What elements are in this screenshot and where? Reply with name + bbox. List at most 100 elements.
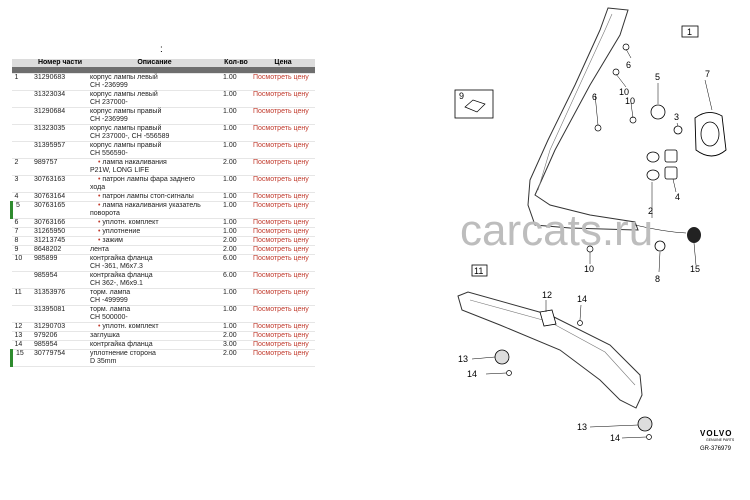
header-colon: :: [160, 44, 163, 55]
callout-12: 12: [542, 290, 552, 300]
description-line: хода: [90, 184, 106, 191]
view-price-link[interactable]: Посмотреть цену: [251, 158, 315, 176]
view-price-link[interactable]: Посмотреть цену: [251, 192, 315, 202]
view-price-link[interactable]: Посмотреть цену: [251, 218, 315, 228]
row-description: уплотнение: [88, 227, 221, 237]
box-11: [471, 264, 488, 277]
row-part-number: 31213745: [32, 236, 88, 246]
view-price-link[interactable]: Посмотреть цену: [251, 305, 315, 323]
row-index: 12: [11, 322, 32, 332]
callout-leaders-upper: [589, 48, 713, 273]
view-price-link[interactable]: Посмотреть цену: [251, 90, 315, 108]
row-part-number: 985899: [32, 254, 88, 272]
description-line: уплотн. комплект: [90, 219, 219, 227]
bulb-socket-3: [673, 125, 683, 135]
view-price-link[interactable]: Посмотреть цену: [251, 73, 315, 91]
seal-12-icon: [539, 309, 557, 327]
description-line: торм. лампа: [90, 289, 131, 296]
row-part-number: 30763164: [32, 192, 88, 202]
description-line: CH 362-, M6x9.1: [90, 280, 143, 287]
lamp-housing-shape: [527, 7, 639, 231]
volvo-logo-text: VOLVO: [700, 429, 732, 438]
nut-14-top: [577, 320, 583, 326]
view-price-link[interactable]: Посмотреть цену: [251, 175, 315, 193]
bulb-icon-b: [646, 169, 660, 181]
row-index: 1: [11, 73, 32, 91]
view-price-link[interactable]: Посмотреть цену: [251, 124, 315, 142]
row-part-number: 31323035: [32, 124, 88, 142]
col-quantity: Кол-во: [221, 59, 251, 67]
header-separator: [11, 67, 315, 74]
description-line: корпус лампы левый: [90, 91, 158, 98]
view-price-link[interactable]: Посмотреть цену: [251, 201, 315, 219]
nut-6-side: [594, 124, 602, 132]
row-index: 11: [11, 288, 32, 306]
callout-5: 5: [655, 72, 660, 82]
view-price-link[interactable]: Посмотреть цену: [251, 271, 315, 289]
row-part-number: 31290684: [32, 107, 88, 125]
description-line: CH -236999: [90, 82, 128, 89]
description-line: CH 556590-: [90, 150, 128, 157]
row-quantity: 1.00: [221, 218, 251, 228]
row-quantity: 1.00: [221, 90, 251, 108]
view-price-link[interactable]: Посмотреть цену: [251, 254, 315, 272]
grommet-15-icon: [687, 227, 701, 243]
row-index: 15: [10, 349, 32, 367]
figure-code: GR-376979: [700, 446, 732, 452]
view-price-link[interactable]: Посмотреть цену: [251, 322, 315, 332]
callout-7: 7: [705, 69, 710, 79]
description-line: контргайка фланца: [90, 272, 153, 279]
view-price-link[interactable]: Посмотреть цену: [251, 349, 315, 367]
row-quantity: 3.00: [221, 340, 251, 350]
callout-3: 3: [674, 112, 679, 122]
view-price-link[interactable]: Посмотреть цену: [251, 141, 315, 159]
row-part-number: 985954: [32, 340, 88, 350]
view-price-link[interactable]: Посмотреть цену: [251, 340, 315, 350]
table-row: 1231290703уплотн. комплект1.00Посмотреть…: [11, 322, 315, 332]
lamp-holder-b: [664, 166, 678, 180]
view-price-link[interactable]: Посмотреть цену: [251, 331, 315, 341]
row-quantity: 2.00: [221, 331, 251, 341]
description-line: CH -499999: [90, 297, 128, 304]
view-price-link[interactable]: Посмотреть цену: [251, 107, 315, 125]
description-line: лампа накаливания: [90, 159, 219, 167]
description-line: торм. лампа: [90, 306, 131, 313]
row-index: 13: [11, 331, 32, 341]
row-part-number: 31290703: [32, 322, 88, 332]
callout-10-mid: 10: [625, 96, 635, 106]
lamp-holder-a: [664, 149, 678, 163]
callout-6-top: 6: [626, 60, 631, 70]
callout-2: 2: [648, 206, 653, 216]
row-index: 7: [11, 227, 32, 237]
view-price-link[interactable]: Посмотреть цену: [251, 245, 315, 255]
row-index: [11, 90, 32, 108]
description-line: корпус лампы правый: [90, 125, 162, 132]
row-part-number: 979206: [32, 331, 88, 341]
view-price-link[interactable]: Посмотреть цену: [251, 227, 315, 237]
row-quantity: 1.00: [221, 192, 251, 202]
col-price: Цена: [251, 59, 315, 67]
row-index: [11, 107, 32, 125]
row-quantity: 1.00: [221, 288, 251, 306]
view-price-link[interactable]: Посмотреть цену: [251, 236, 315, 246]
view-price-link[interactable]: Посмотреть цену: [251, 288, 315, 306]
row-index: [11, 141, 32, 159]
row-index: 10: [11, 254, 32, 272]
row-quantity: 2.00: [221, 158, 251, 176]
row-index: [11, 305, 32, 323]
col-description: Описание: [88, 59, 221, 67]
